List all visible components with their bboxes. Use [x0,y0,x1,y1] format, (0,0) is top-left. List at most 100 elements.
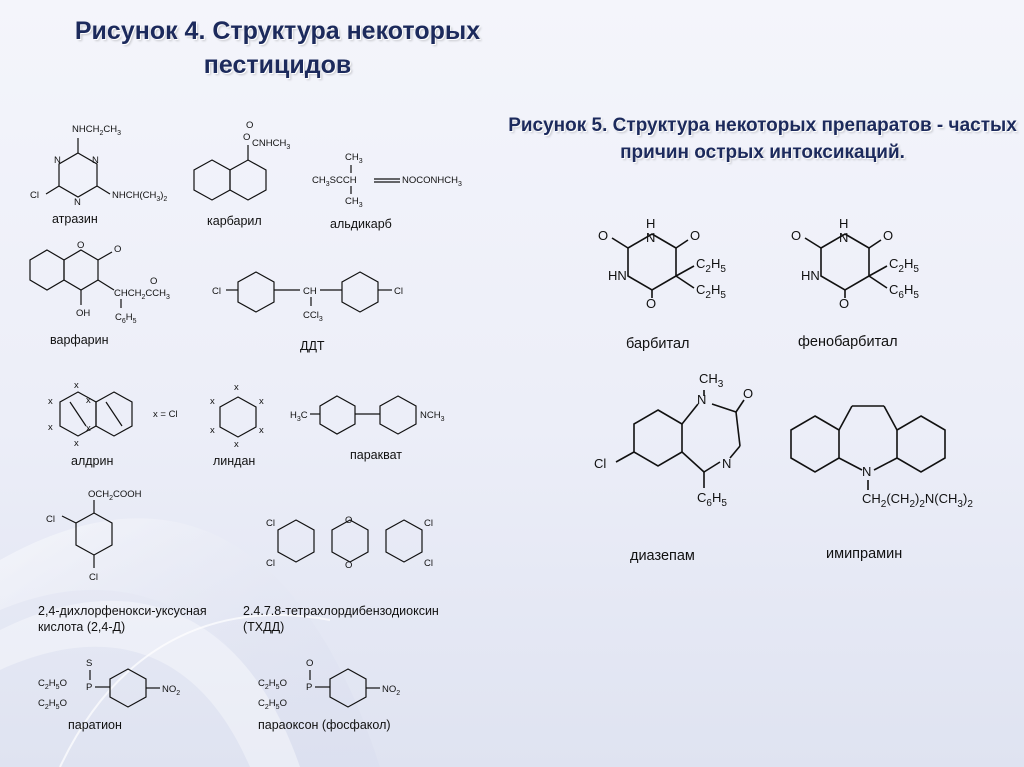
compound-label-lindane: линдан [213,454,256,468]
svg-text:O: O [246,120,253,131]
svg-text:O: O [883,228,893,243]
svg-text:C2H5O: C2H5O [38,678,67,691]
svg-text:CHCH2CCH3: CHCH2CCH3 [114,288,170,301]
svg-text:O: O [690,228,700,243]
svg-text:Cl: Cl [424,518,433,529]
atrazine-structure: NHCH2CH3 Cl NHCH(CH3)2 N N N [30,124,167,208]
imipramine-structure: N CH2(CH2)2N(CH3)2 [790,405,973,510]
paraquat-structure: H3C NCH3 [290,395,445,435]
svg-text:N: N [54,155,61,166]
24d-structure: OCH2COOH Cl Cl [46,489,142,583]
compound-label-atrazine: атразин [52,212,98,226]
svg-text:NHCH2CH3: NHCH2CH3 [72,124,121,137]
svg-text:CH2(CH2)2N(CH3)2: CH2(CH2)2N(CH3)2 [862,491,973,510]
compound-label-paraquat: паракват [350,448,402,462]
svg-text:P: P [86,682,92,693]
svg-text:Cl: Cl [30,190,39,201]
svg-text:OCH2COOH: OCH2COOH [88,489,142,502]
svg-text:HN: HN [801,268,820,283]
figure-4-title: Рисунок 4. Структура некоторых пестицидо… [74,17,481,79]
svg-text:O: O [77,240,84,251]
svg-text:CH3: CH3 [699,371,724,390]
svg-text:N: N [646,230,655,245]
svg-text:Cl: Cl [594,456,606,471]
svg-text:O: O [646,296,656,311]
compound-label-phenobarbital: фенобарбитал [798,334,898,350]
svg-text:S: S [86,658,92,669]
svg-text:N: N [92,155,99,166]
svg-text:C2H5O: C2H5O [258,698,287,711]
svg-text:CH3: CH3 [345,196,363,209]
svg-text:H: H [646,216,655,231]
svg-text:CH3: CH3 [345,152,363,165]
svg-text:Cl: Cl [46,514,55,525]
svg-text:Cl: Cl [266,518,275,529]
parathion-structure: S P C2H5O C2H5O NO2 [38,658,180,711]
paraoxon-structure: O P C2H5O C2H5O NO2 [258,658,400,711]
barbital-structure: HN O O HN O C2H5 C2H5 [598,216,726,311]
ddt-structure: Cl CH CCl3 Cl [212,271,403,323]
svg-text:N: N [722,456,731,471]
svg-text:N: N [839,230,848,245]
carbaryl-structure: O CNHCH3 O [193,120,290,201]
svg-text:O: O [743,386,753,401]
svg-text:NOCONHCH3: NOCONHCH3 [402,175,462,188]
svg-text:C6H5: C6H5 [889,282,919,301]
svg-text:x: x [74,380,79,391]
svg-text:Cl: Cl [266,558,275,569]
svg-text:x: x [234,382,239,393]
svg-text:x: x [234,439,239,450]
aldicarb-structure: CH3 CH3SCCH NOCONHCH3 CH3 [312,152,462,209]
svg-text:CH3SCCH: CH3SCCH [312,175,357,188]
svg-text:O: O [243,132,250,143]
svg-text:x: x [48,422,53,433]
svg-text:C6H5: C6H5 [697,490,727,509]
svg-text:OH: OH [76,308,90,319]
compound-label-imipramine: имипрамин [826,546,903,562]
svg-text:Cl: Cl [394,286,403,297]
svg-text:P: P [306,682,312,693]
svg-text:NHCH(CH3)2: NHCH(CH3)2 [112,190,167,203]
svg-text:C2H5: C2H5 [889,256,919,275]
compound-label-warfarin: варфарин [50,333,109,347]
svg-text:HN: HN [608,268,627,283]
svg-text:C2H5: C2H5 [696,282,726,301]
svg-text:x: x [86,395,91,406]
compound-label-parathion: паратион [68,718,122,732]
svg-text:O: O [345,560,352,571]
svg-text:Cl: Cl [424,558,433,569]
svg-text:O: O [839,296,849,311]
svg-text:NCH3: NCH3 [420,410,445,423]
svg-text:Cl: Cl [89,572,98,583]
svg-text:NO2: NO2 [162,684,180,697]
svg-text:H: H [839,216,848,231]
svg-text:x: x [259,396,264,407]
svg-text:x: x [74,438,79,449]
phenobarbital-structure: HN O O HN O C2H5 C6H5 [791,216,919,311]
compound-label-barbital: барбитал [626,336,690,352]
svg-text:x: x [48,396,53,407]
svg-text:NO2: NO2 [382,684,400,697]
svg-text:O: O [345,515,352,526]
lindane-structure: xx xx xx [210,382,264,450]
svg-text:CNHCH3: CNHCH3 [252,138,290,151]
figure-5-title: Рисунок 5. Структура некоторых препарато… [508,115,1017,163]
compound-label-aldrin: алдрин [71,454,114,468]
svg-text:x: x [210,425,215,436]
svg-text:C2H5O: C2H5O [258,678,287,691]
svg-text:C2H5O: C2H5O [38,698,67,711]
svg-text:O: O [598,228,608,243]
svg-text:N: N [74,197,81,208]
svg-text:CH: CH [303,286,317,297]
compound-label-paraoxon: параоксон (фосфакол) [258,718,391,732]
aldrin-structure: xx xx xx x = Cl [48,380,178,449]
compound-label-tcdd: 2.4.7.8-тетрахлордибензодиоксин (ТХДД) [243,604,439,634]
svg-text:Cl: Cl [212,286,221,297]
svg-text:C6H5: C6H5 [115,312,137,325]
diazepam-structure: N CH3 O N C6H5 Cl [594,371,753,509]
svg-text:x: x [259,425,264,436]
compound-label-carbaryl: карбарил [207,214,262,228]
svg-text:x: x [86,423,91,434]
